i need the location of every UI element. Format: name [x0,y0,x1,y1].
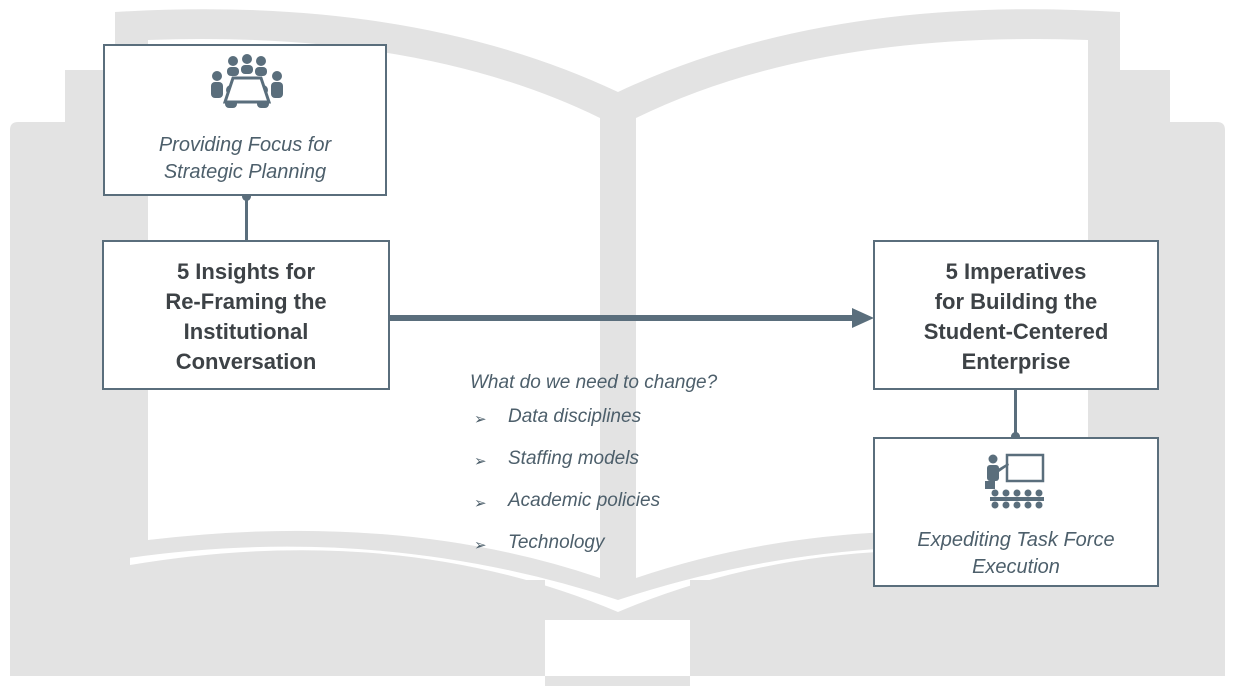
arrow-head [852,308,874,328]
classroom-presenter-icon [985,453,1045,509]
title-line: for Building the [934,289,1098,314]
imperatives-title: 5 Imperatives for Building the Student-C… [875,257,1157,377]
title-line: Re-Framing the [165,289,327,314]
title-line: Student-Centered [923,319,1109,344]
connector-dot [242,192,251,201]
arrow-to-imperatives [390,308,874,328]
change-question: What do we need to change? [470,372,718,393]
list-item-text: Technology [508,532,605,553]
title-line: Institutional [183,319,309,344]
imperatives-box: 5 Imperatives for Building the Student-C… [873,240,1159,390]
arrow-bullet-icon: ➢ [474,537,487,554]
title-line: 5 Imperatives [945,259,1087,284]
list-item-text: Staffing models [508,448,639,469]
task-force-caption: Expediting Task Force Execution [875,527,1157,581]
list-item-text: Academic policies [508,490,661,511]
caption-line: Execution [972,556,1060,578]
connector-top-vertical [245,196,248,240]
list-item-text: Data disciplines [508,406,642,427]
connector-bottom-vertical [1014,388,1017,438]
meeting-table-icon [211,54,283,108]
insights-title: 5 Insights for Re-Framing the Institutio… [104,257,388,377]
book-cover [10,122,1225,686]
arrow-bullet-icon: ➢ [474,411,487,428]
task-force-box: Expediting Task Force Execution [873,437,1159,587]
arrow-bullet-icon: ➢ [474,453,487,470]
list-item: ➢ Staffing models [474,428,660,470]
caption-line: Strategic Planning [163,161,327,183]
strategic-planning-caption: Providing Focus for Strategic Planning [105,132,385,186]
list-item: ➢ Technology [474,512,660,554]
insights-box: 5 Insights for Re-Framing the Institutio… [102,240,390,390]
title-line: Enterprise [961,349,1071,374]
list-item: ➢ Academic policies [474,470,660,512]
connector-dot [1011,432,1020,441]
arrow-shaft [390,315,856,321]
caption-line: Providing Focus for [158,134,332,156]
list-item: ➢ Data disciplines [474,386,660,428]
change-list: ➢ Data disciplines ➢ Staffing models ➢ A… [474,386,660,554]
arrow-bullet-icon: ➢ [474,495,487,512]
caption-line: Expediting Task Force [917,529,1115,551]
strategic-planning-box: Providing Focus for Strategic Planning [103,44,387,196]
title-line: 5 Insights for [176,259,316,284]
title-line: Conversation [175,349,317,374]
